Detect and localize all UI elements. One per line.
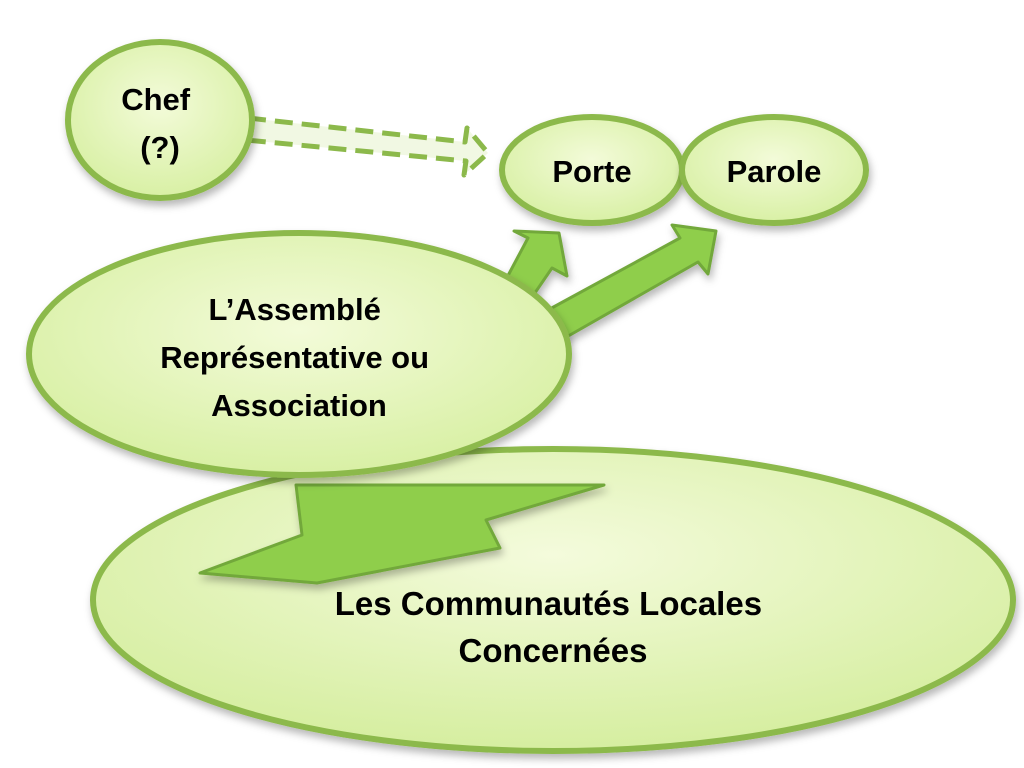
node-assemblee-shape xyxy=(26,230,572,478)
node-chef-line2: (?) xyxy=(140,130,180,165)
arrow-communautes-to-assemblee xyxy=(198,483,606,585)
node-parole-label: Parole xyxy=(727,154,822,189)
node-porte-label: Porte xyxy=(552,154,631,189)
node-chef-label: Chef (?) xyxy=(121,82,199,165)
node-communautes-line2: Concernées xyxy=(459,632,648,669)
arrow-chef-to-porte xyxy=(243,115,491,178)
node-parole-shape xyxy=(679,114,869,226)
node-porte: Porte xyxy=(499,114,685,226)
node-chef-line1: Chef xyxy=(121,82,191,117)
node-parole: Parole xyxy=(679,114,869,226)
node-chef-shape xyxy=(65,39,255,201)
node-communautes-line1: Les Communautés Locales xyxy=(335,585,762,622)
arrow-chef-to-porte-shape xyxy=(243,115,491,178)
node-assemblee-label: L’Assemblé Représentative ou Association xyxy=(160,292,437,423)
node-communautes-label: Les Communautés Locales Concernées xyxy=(335,585,771,669)
node-assemblee-line2: Représentative ou xyxy=(160,340,429,375)
arrow-assemblee-to-parole xyxy=(546,223,718,341)
node-assemblee-line1: L’Assemblé xyxy=(209,292,381,327)
node-assemblee-line3: Association xyxy=(211,388,387,423)
node-chef: Chef (?) xyxy=(65,39,255,201)
node-assemblee: L’Assemblé Représentative ou Association xyxy=(26,230,572,478)
